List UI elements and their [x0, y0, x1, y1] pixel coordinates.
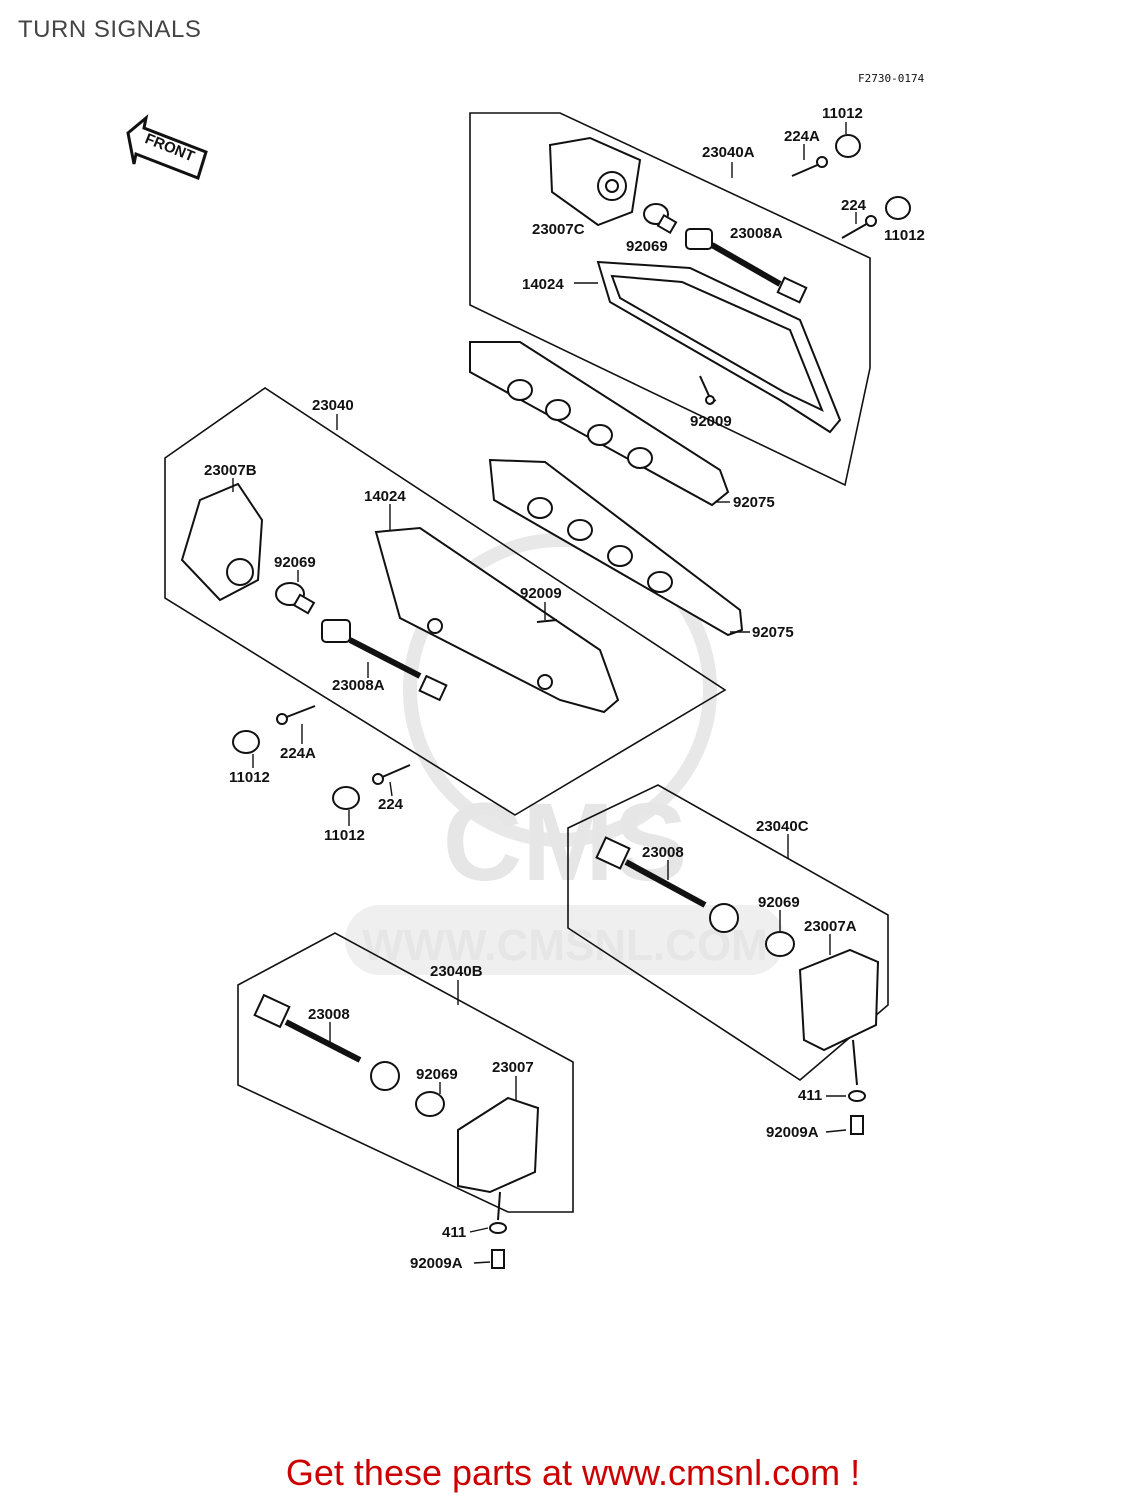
bulb-92069-left-icon — [415, 1091, 445, 1117]
label-92009A-right: 92009A — [766, 1124, 819, 1141]
label-92069-left: 92069 — [416, 1066, 458, 1083]
label-224A-mid: 224A — [280, 745, 316, 762]
assembly-box-23040 — [164, 387, 727, 816]
watermark-url: WWW.CMSNL.COM — [362, 921, 768, 970]
label-11012-mid1: 11012 — [229, 769, 270, 786]
label-224-mid: 224 — [378, 796, 404, 813]
label-411-left: 411 — [442, 1224, 466, 1241]
label-411-right: 411 — [798, 1087, 822, 1104]
leader-lines — [232, 122, 857, 1264]
label-23040C: 23040C — [756, 818, 809, 835]
label-23007B: 23007B — [204, 462, 257, 479]
gasket-92075-2-icon — [488, 458, 744, 637]
bulb-92069-mid-icon — [275, 582, 316, 615]
bulb-92069-top-icon — [643, 203, 678, 235]
label-92069-right: 92069 — [758, 894, 800, 911]
socket-23008A-top-icon — [685, 228, 808, 304]
label-14024-mid: 14024 — [364, 488, 406, 505]
label-92009A-left: 92009A — [410, 1255, 463, 1272]
footer-link[interactable]: Get these parts at www.cmsnl.com ! — [285, 1452, 861, 1493]
label-92075-2: 92075 — [752, 624, 794, 641]
label-11012-top1: 11012 — [822, 105, 863, 122]
lens-23007B-icon — [180, 482, 264, 602]
washer-screw-right-icon — [848, 1039, 866, 1135]
washer-screw-left-icon — [489, 1191, 507, 1269]
lens-23007C-icon — [548, 136, 642, 227]
lens-23007A-icon — [798, 948, 880, 1052]
watermark-logo: CMS — [443, 781, 687, 904]
housing-14024-top-icon — [596, 260, 842, 434]
label-11012-mid2: 11012 — [324, 827, 365, 844]
screws-mid-icon — [232, 619, 558, 810]
assembly-box-23040B — [237, 932, 574, 1213]
label-23008-right: 23008 — [642, 844, 684, 861]
label-23040B: 23040B — [430, 963, 483, 980]
housing-14024-mid-icon — [374, 526, 620, 714]
front-arrow-icon: FRONT — [126, 114, 208, 180]
bulb-92069-right-icon — [765, 931, 795, 957]
label-23040: 23040 — [312, 397, 354, 414]
label-23040A: 23040A — [702, 144, 755, 161]
label-23007: 23007 — [492, 1059, 534, 1076]
label-224-top: 224 — [841, 197, 867, 214]
socket-23008-left-icon — [253, 993, 400, 1091]
page-title: TURN SIGNALS — [18, 16, 202, 43]
label-23008-left: 23008 — [308, 1006, 350, 1023]
screws-top-icon — [791, 134, 911, 239]
label-92009-top: 92009 — [690, 413, 732, 430]
lens-23007-icon — [457, 1096, 540, 1194]
socket-23008A-mid-icon — [321, 619, 448, 702]
label-224A-top: 224A — [784, 128, 820, 145]
label-92069-top: 92069 — [626, 238, 668, 255]
label-23008A-top: 23008A — [730, 225, 783, 242]
figure-code: F2730-0174 — [858, 72, 925, 85]
gasket-92075-1-icon — [469, 341, 730, 507]
label-23008A-mid: 23008A — [332, 677, 385, 694]
label-92069-mid: 92069 — [274, 554, 316, 571]
watermark: CMS WWW.CMSNL.COM — [345, 533, 785, 975]
assembly-box-23040A — [469, 112, 871, 487]
label-14024-top: 14024 — [522, 276, 564, 293]
socket-23008-right-icon — [595, 836, 739, 933]
label-23007A: 23007A — [804, 918, 857, 935]
label-23007C: 23007C — [532, 221, 585, 238]
label-11012-top2: 11012 — [884, 227, 925, 244]
assembly-box-23040C — [567, 784, 889, 1081]
screw-92009-top-icon — [699, 375, 715, 405]
label-92009-mid: 92009 — [520, 585, 562, 602]
label-92075-1: 92075 — [733, 494, 775, 511]
